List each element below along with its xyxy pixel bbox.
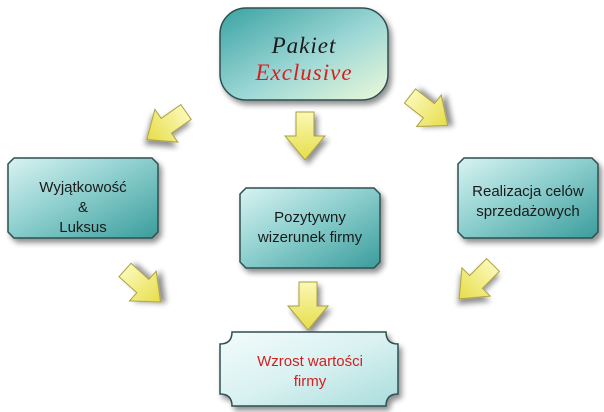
arrow-top-to-left <box>134 95 198 157</box>
arrow-right-to-bottom <box>444 250 508 314</box>
node-pakiet-title: Pakiet <box>271 33 337 58</box>
node-right-line2: sprzedażowych <box>476 203 579 220</box>
node-right-line1: Realizacja celów <box>472 183 584 200</box>
node-center-line1: Pozytywny <box>274 209 346 226</box>
node-left-line2: & <box>78 199 88 216</box>
arrow-top-to-center <box>284 111 326 161</box>
node-center-line2: wizerunek firmy <box>257 229 363 246</box>
node-realizacja-celow <box>457 157 599 239</box>
node-bottom-line2: firmy <box>294 373 327 390</box>
arrow-top-to-right <box>397 79 461 142</box>
node-left-line1: Wyjątkowość <box>39 179 127 196</box>
node-wyjatkowosc-luksus <box>7 157 159 239</box>
arrow-center-to-bottom <box>287 281 329 331</box>
node-exclusive-title: Exclusive <box>254 60 352 85</box>
node-pozytywny-wizerunek <box>239 187 381 269</box>
node-left-line3: Luksus <box>59 219 107 236</box>
node-bottom-line1: Wzrost wartości <box>257 353 363 370</box>
node-wzrost-wartosci <box>219 331 399 407</box>
arrow-left-to-bottom <box>111 254 175 318</box>
node-pakiet-exclusive <box>219 7 389 101</box>
